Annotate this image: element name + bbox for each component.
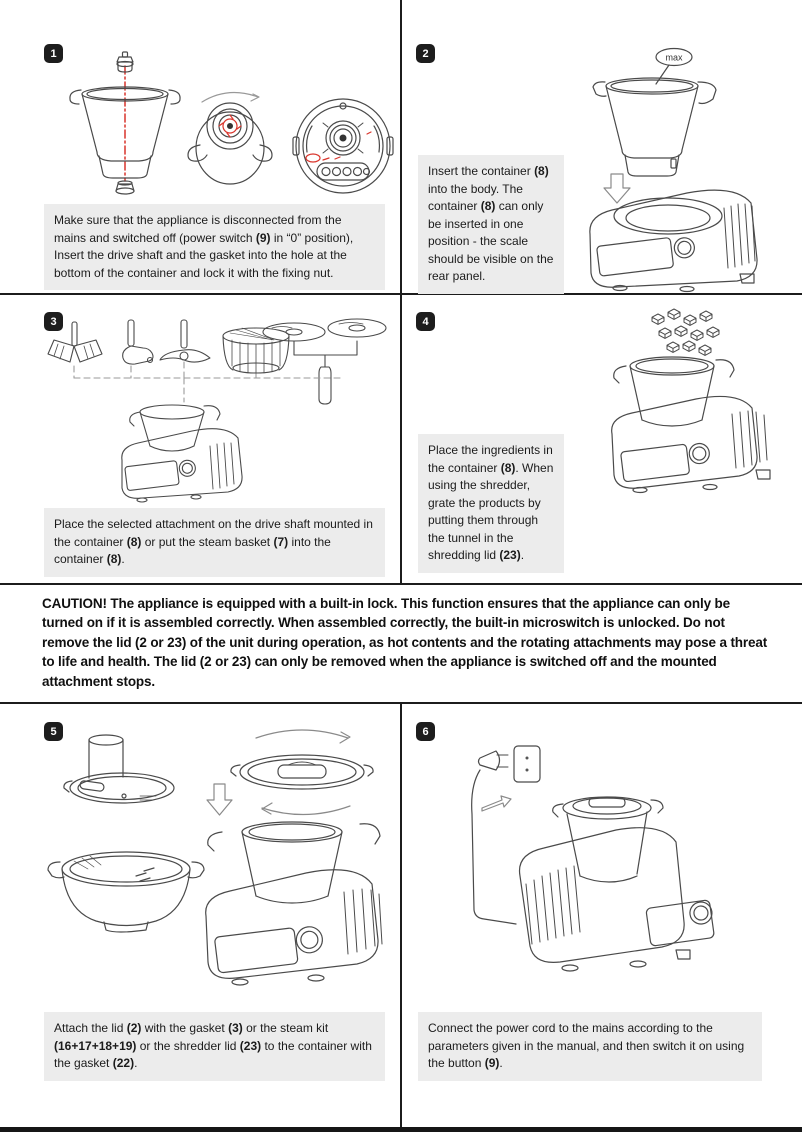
appliance-body-drawing [589,189,758,293]
illustration-step-5 [47,729,383,986]
step-3-caption: Place the selected attachment on the dri… [44,508,385,577]
caution-text: CAUTION! The appliance is equipped with … [42,596,768,689]
step-5-caption: Attach the lid (2) with the gasket (3) o… [44,1012,385,1081]
vent-lines [209,442,235,490]
step-6-badge: 6 [416,722,435,741]
step-4-badge: 4 [416,312,435,331]
down-arrow-icon [603,173,631,204]
vent-lines [723,203,756,269]
container-drawing [592,77,717,177]
divider-caution-bottom [0,702,802,704]
container-drawing [69,86,181,179]
appliance-back-view-drawing [518,796,715,972]
appliance-with-container-drawing [205,821,383,986]
step-2-caption: Insert the container (8) into the body. … [418,155,564,294]
vent-lines [525,865,581,945]
container-bottom-tilt-drawing [187,91,273,185]
step-4-caption: Place the ingredients in the container (… [418,434,564,573]
power-plug-drawing [477,750,509,771]
steam-bowl-drawing [47,851,205,933]
step-5-badge: 5 [44,722,63,741]
max-label: max [665,53,683,63]
assembly-guide-dashes [73,361,343,403]
page-bottom-border [0,1127,802,1132]
max-label-drawing: max [655,47,693,85]
rotation-arrow-icon [201,91,259,103]
illustration-step-2: max [589,47,758,293]
illustration-step-6 [471,745,715,972]
drive-shaft-drawing [116,51,134,73]
steam-basket-drawing [222,327,290,375]
power-cord-drawing [471,769,517,925]
step-2-badge: 2 [416,44,435,63]
appliance-with-container-drawing [611,356,771,494]
vent-lines [343,888,383,955]
kneading-blade-drawing [122,319,154,365]
shredding-discs-drawing [262,318,387,405]
divider-row-1 [0,293,802,295]
control-panel-drawing [124,459,196,491]
divider-vertical-top [400,0,402,583]
wall-outlet-drawing [513,745,541,783]
rotation-arrow-icon [261,805,351,816]
unlock-highlight-red [305,131,372,163]
illustration-step-3 [47,318,387,503]
control-panel-drawing [645,899,715,947]
control-panel-drawing [596,237,695,277]
step-6-caption: Connect the power cord to the mains acco… [418,1012,762,1081]
control-panel-drawing [214,926,323,974]
divider-vertical-bottom [400,704,402,1127]
lid-drawing [230,729,374,816]
butterfly-whisk-drawing [47,321,103,363]
shredder-lid-drawing [63,734,175,804]
chopping-blade-drawing [159,319,211,363]
arrow-icon [481,795,512,812]
fixing-nut-drawing [115,180,135,195]
ingredient-cubes-drawing [651,308,720,356]
appliance-with-container-drawing [121,404,243,503]
rotation-arrow-icon [255,729,349,739]
step-1-badge: 1 [44,44,63,63]
illustration-step-4 [611,308,771,494]
divider-caution-top [0,583,802,585]
down-arrow-icon [206,783,233,816]
step-3-badge: 3 [44,312,63,331]
locking-highlight-red [218,114,242,138]
illustration-step-1 [69,51,394,195]
step-1-caption: Make sure that the appliance is disconne… [44,204,385,291]
container-bottom-view-drawing [292,98,394,194]
vent-lines [731,410,768,469]
control-panel-drawing [620,442,710,483]
